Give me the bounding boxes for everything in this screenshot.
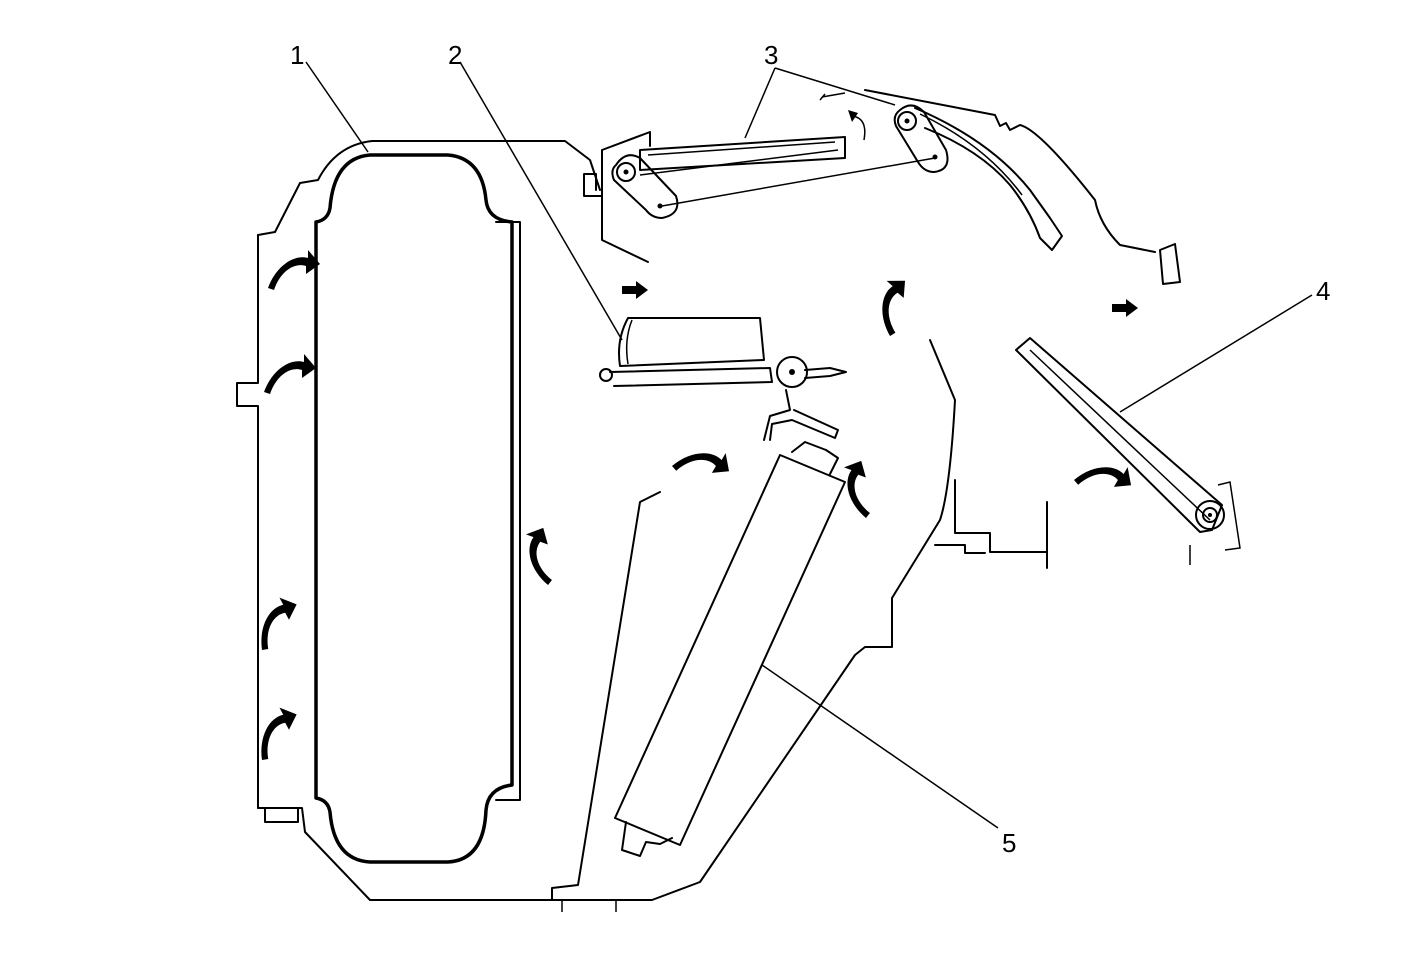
airflow-arrow-icon <box>1073 447 1139 508</box>
leader-line-1 <box>305 61 369 153</box>
case-housing <box>236 89 1241 912</box>
airflow-arrow-icon <box>860 271 925 338</box>
callout-2: 2 <box>448 40 462 70</box>
callout-5: 5 <box>1002 828 1016 858</box>
door-swing-arrow-icon <box>848 110 858 122</box>
heater-core <box>614 441 846 857</box>
leader-line-4 <box>1119 294 1313 413</box>
airflow-arrow-icon <box>244 592 309 652</box>
leader-line-3a <box>744 67 776 139</box>
evaporator-core <box>314 153 521 864</box>
callout-labels: 1 2 3 4 5 <box>290 40 1330 858</box>
leader-line-5 <box>761 664 999 829</box>
callout-leaders <box>305 61 1313 829</box>
leader-line-3b <box>774 67 896 106</box>
defroster-door <box>1015 337 1225 533</box>
callout-3: 3 <box>764 40 778 70</box>
callout-1: 1 <box>290 40 304 70</box>
airflow-arrow-icon <box>671 433 737 494</box>
callout-4: 4 <box>1316 276 1330 306</box>
airflow-arrow-icon <box>622 281 648 299</box>
airflow-arrow-icon <box>264 354 316 394</box>
airflow-arrows <box>244 110 1139 762</box>
airflow-arrow-icon <box>268 250 320 290</box>
leader-line-2 <box>459 61 623 341</box>
air-temperature-door <box>599 317 847 441</box>
airflow-arrow-icon <box>244 702 309 762</box>
door-swing-arrow-icon <box>851 115 866 141</box>
airflow-arrow-icon <box>1112 299 1138 317</box>
airflow-arrow-icon <box>830 456 886 519</box>
mode-door-linkage <box>611 104 1063 251</box>
